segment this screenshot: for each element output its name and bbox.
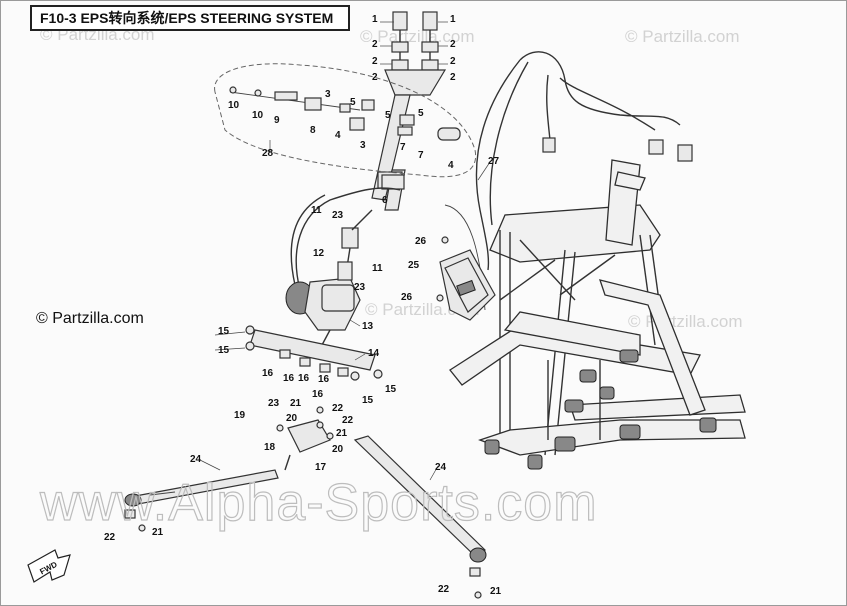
fwd-arrow: FWD xyxy=(27,549,71,583)
callout: 17 xyxy=(315,462,327,473)
callout: 9 xyxy=(274,115,280,126)
callout: 15 xyxy=(362,395,374,406)
callout: 14 xyxy=(368,348,380,359)
callout: 18 xyxy=(264,442,276,453)
eps-controller xyxy=(436,236,496,321)
callout: 22 xyxy=(332,403,344,414)
callout: 20 xyxy=(332,444,344,455)
callout: 2 xyxy=(372,39,378,50)
callout: 27 xyxy=(488,156,500,167)
tie-rod-left xyxy=(124,469,279,532)
callout: 28 xyxy=(262,148,274,159)
title-text: F10-3 EPS转向系统/EPS STEERING SYSTEM xyxy=(40,10,334,26)
vehicle-frame xyxy=(449,159,746,470)
callout: 3 xyxy=(325,89,331,100)
callout: 21 xyxy=(290,398,302,409)
callout: 15 xyxy=(218,345,230,356)
callout: 11 xyxy=(311,205,322,216)
callout: 24 xyxy=(435,462,447,473)
callout: 26 xyxy=(401,292,413,303)
switch-subassembly xyxy=(214,63,477,190)
callout: 3 xyxy=(360,140,366,151)
callout: 5 xyxy=(350,97,356,108)
callout: 22 xyxy=(104,532,116,543)
callout: 4 xyxy=(448,160,454,171)
callout: 6 xyxy=(382,195,388,206)
callout: 1 xyxy=(450,14,456,25)
callout: 22 xyxy=(342,415,354,426)
watermark-top-right: © Partzilla.com xyxy=(625,27,740,46)
callout: 15 xyxy=(218,326,230,337)
watermark-top-center: © Partzilla.com xyxy=(360,27,475,46)
alpha-sports-watermark: www.Alpha-Sports.com xyxy=(39,474,598,532)
callout: 16 xyxy=(318,374,330,385)
callout: 21 xyxy=(336,428,348,439)
callout: 4 xyxy=(335,130,341,141)
callout: 24 xyxy=(190,454,202,465)
pitman-joint xyxy=(276,406,334,471)
callout: 2 xyxy=(450,72,456,83)
callout: 11 xyxy=(372,263,383,274)
watermark-right: © Partzilla.com xyxy=(628,312,743,331)
callout: 10 xyxy=(228,100,240,111)
callout: 7 xyxy=(418,150,424,161)
callout: 13 xyxy=(362,321,374,332)
callout: 5 xyxy=(418,108,424,119)
tie-rod-right xyxy=(353,435,487,599)
copyright-notice: © Partzilla.com xyxy=(36,310,144,327)
callout: 23 xyxy=(332,210,344,221)
callout: 26 xyxy=(415,236,427,247)
callout: 1 xyxy=(372,14,378,25)
callout: 23 xyxy=(268,398,280,409)
callout: 8 xyxy=(310,125,316,136)
callout: 5 xyxy=(385,110,391,121)
callout: 2 xyxy=(372,56,378,67)
callout: 10 xyxy=(252,110,264,121)
callout: 2 xyxy=(450,56,456,67)
callout: 21 xyxy=(152,527,164,538)
callout: 16 xyxy=(262,368,274,379)
callout: 19 xyxy=(234,410,246,421)
callout: 12 xyxy=(313,248,325,259)
diagram-title: F10-3 EPS转向系统/EPS STEERING SYSTEM xyxy=(30,5,350,31)
callout: 2 xyxy=(450,39,456,50)
leader-lines xyxy=(199,21,491,481)
callout: 21 xyxy=(490,586,502,597)
callout: 22 xyxy=(438,584,450,595)
callout: 16 xyxy=(298,373,310,384)
callout: 16 xyxy=(283,373,295,384)
callout-labels: 1 1 2 2 2 2 2 2 10 10 9 8 4 5 3 5 5 7 7 … xyxy=(104,14,502,597)
wiring-harness xyxy=(444,51,693,311)
callout: 7 xyxy=(400,142,406,153)
callout: 23 xyxy=(354,282,366,293)
callout: 16 xyxy=(312,389,324,400)
eps-motor xyxy=(285,187,401,346)
callout: 2 xyxy=(372,72,378,83)
callout: 20 xyxy=(286,413,298,424)
steering-column xyxy=(341,11,447,281)
mount-bracket xyxy=(245,325,383,381)
callout: 25 xyxy=(408,260,420,271)
callout: 15 xyxy=(385,384,397,395)
